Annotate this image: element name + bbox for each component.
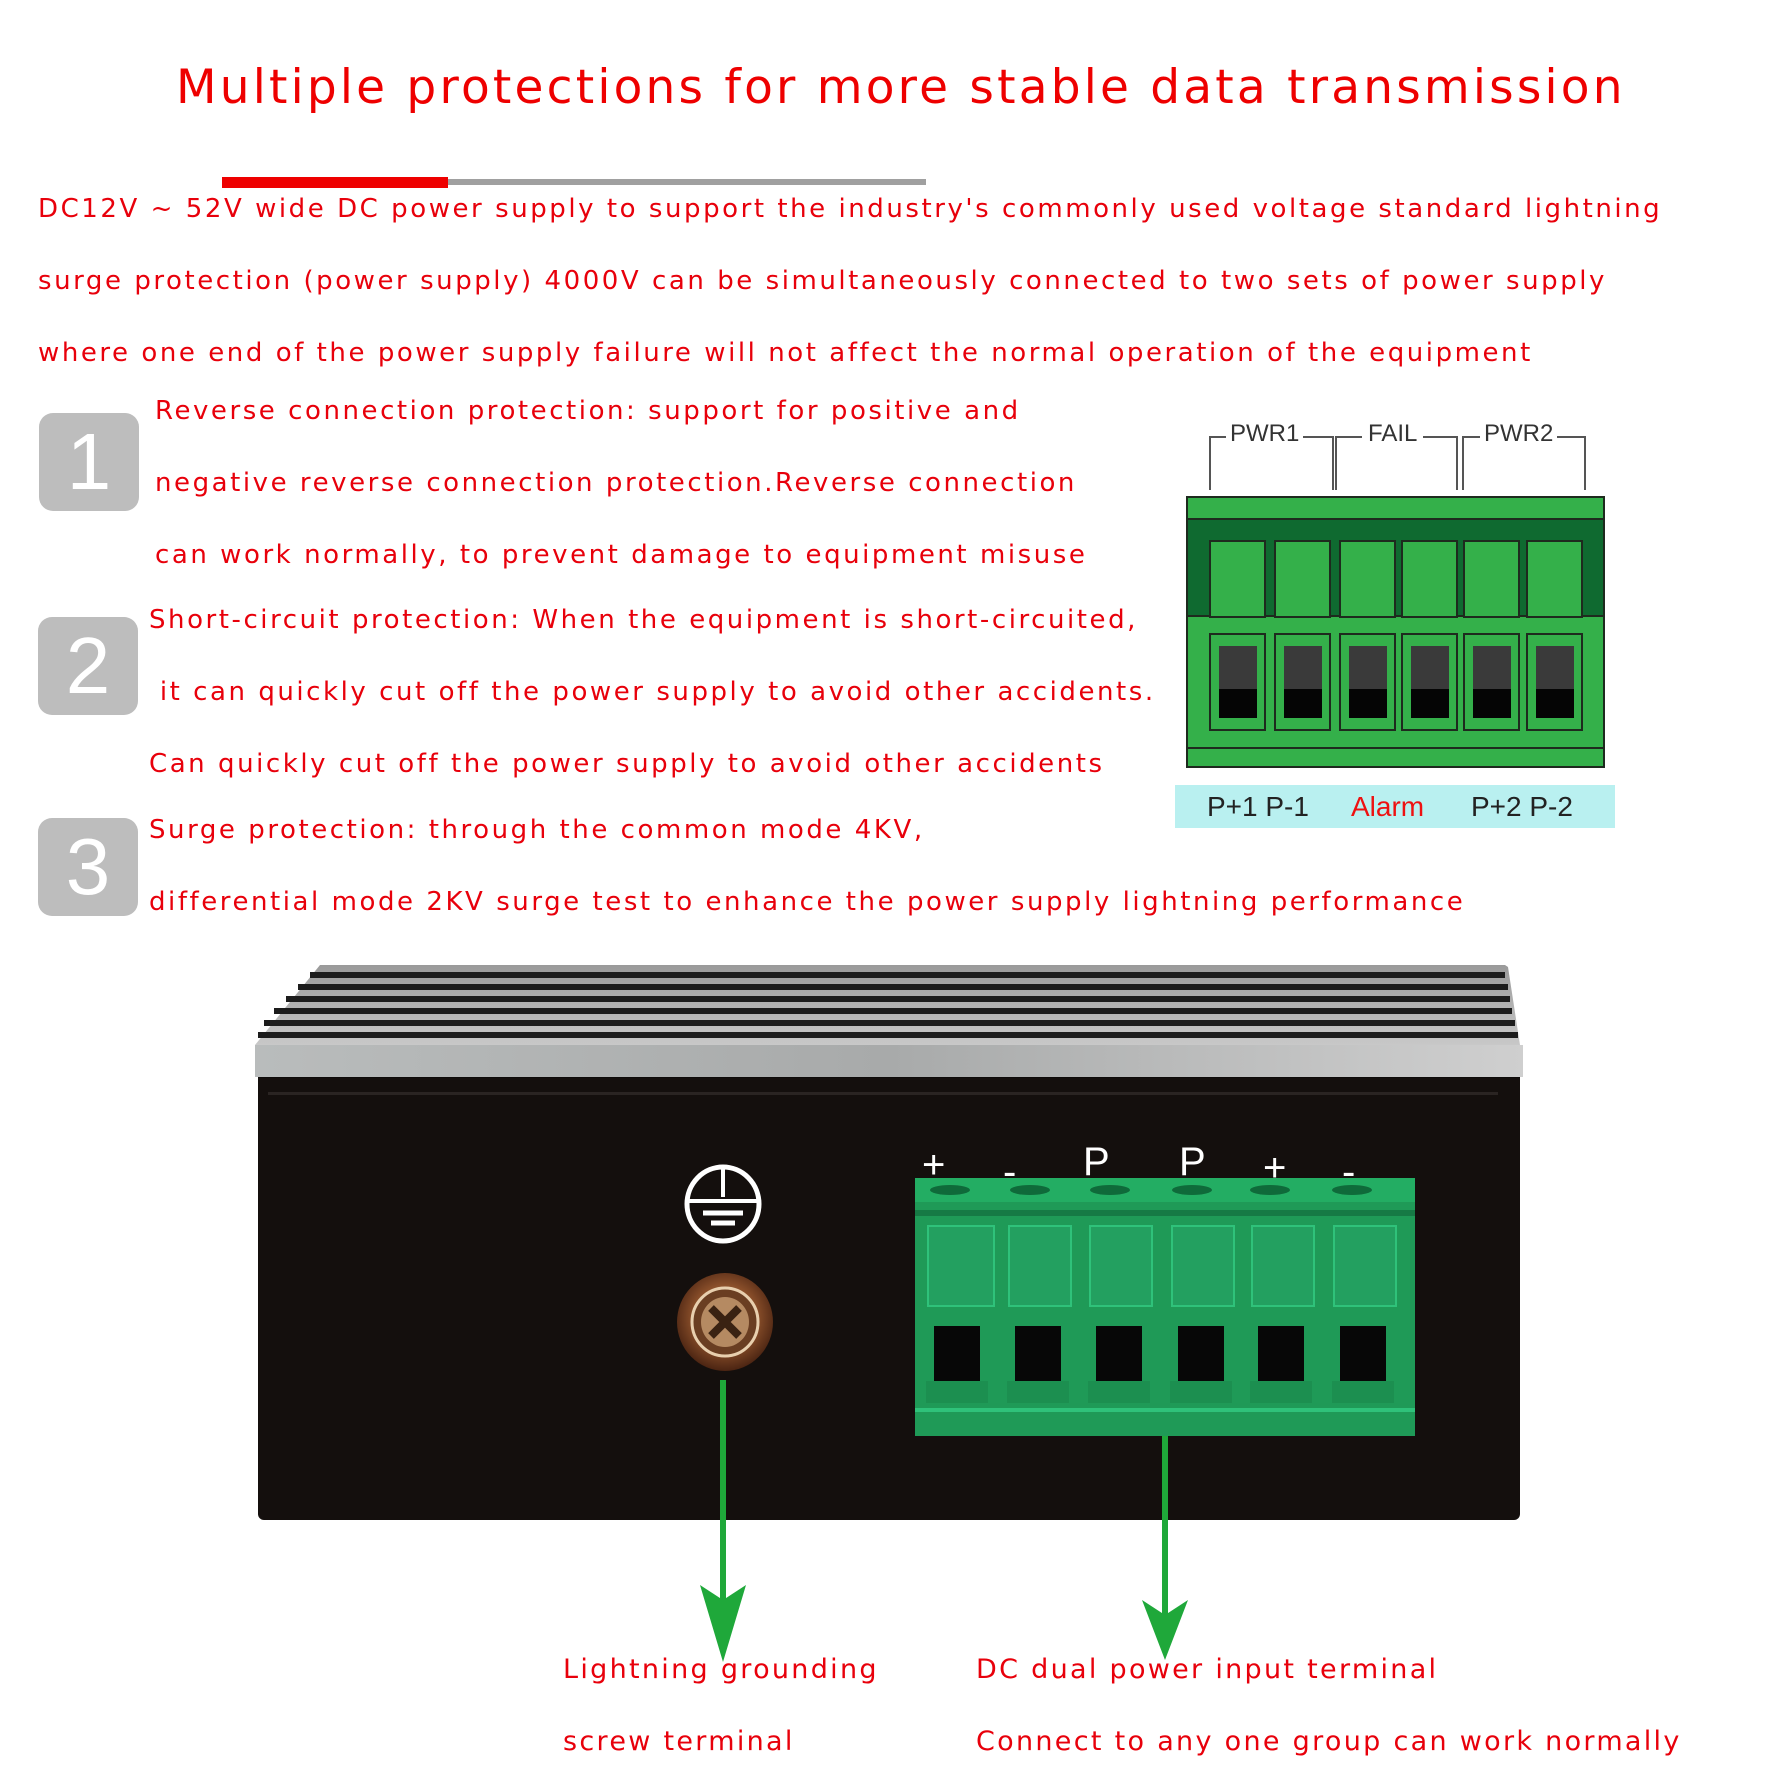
feature-line: it can quickly cut off the power supply … (149, 677, 1156, 707)
page-title: Multiple protections for more stable dat… (176, 60, 1626, 115)
title-underline-accent (222, 177, 448, 188)
number-badge: 3 (38, 818, 138, 916)
intro-line: surge protection (power supply) 4000V ca… (38, 266, 1607, 296)
title-underline (448, 179, 926, 185)
callout-subtitle: screw terminal (563, 1726, 795, 1757)
feature-line: Surge protection: through the common mod… (149, 815, 925, 845)
group-label-fail: FAIL (1362, 420, 1424, 448)
callout-title: Lightning grounding (563, 1654, 879, 1685)
group-label-pwr2: PWR2 (1480, 420, 1558, 448)
device-top-heatsink (255, 965, 1523, 1085)
ground-screw-icon (677, 1273, 773, 1371)
feature-line: differential mode 2KV surge test to enha… (149, 887, 1466, 917)
intro-line: DC12V ~ 52V wide DC power supply to supp… (38, 194, 1663, 224)
pin-label-bar: P+1 P-1 Alarm P+2 P-2 (1175, 785, 1615, 828)
pin-label-pwr2: P+2 P-2 (1471, 791, 1573, 822)
group-label-pwr1: PWR1 (1226, 420, 1304, 448)
feature-line: negative reverse connection protection.R… (155, 468, 1077, 498)
pin-label-pwr1: P+1 P-1 (1207, 791, 1309, 822)
panel-edge (268, 1092, 1498, 1095)
intro-line: where one end of the power supply failur… (38, 338, 1533, 368)
feature-line: Reverse connection protection: support f… (155, 396, 1021, 426)
pin-marking: P (1083, 1140, 1110, 1184)
terminal-block-illustration (1186, 496, 1605, 768)
feature-line: Short-circuit protection: When the equip… (149, 605, 1138, 635)
pin-marking: P (1179, 1140, 1206, 1184)
pin-marking: + (922, 1143, 946, 1187)
dc-power-terminal-block (915, 1178, 1415, 1436)
feature-line: Can quickly cut off the power supply to … (149, 749, 1105, 779)
pin-label-alarm: Alarm (1351, 791, 1425, 822)
protective-earth-icon (684, 1164, 762, 1244)
callout-subtitle: Connect to any one group can work normal… (976, 1726, 1682, 1757)
terminal-block-graphic (1188, 498, 1603, 749)
number-badge: 2 (38, 617, 138, 715)
callout-title: DC dual power input terminal (976, 1654, 1439, 1685)
feature-line: can work normally, to prevent damage to … (155, 540, 1088, 570)
number-badge: 1 (39, 413, 139, 511)
